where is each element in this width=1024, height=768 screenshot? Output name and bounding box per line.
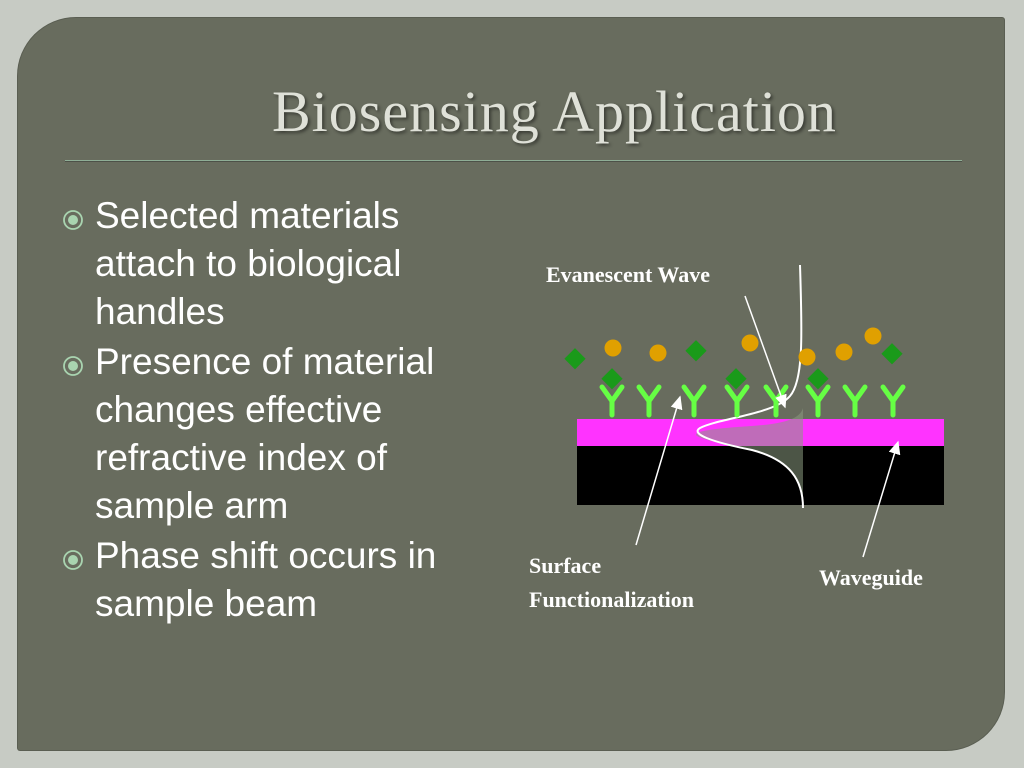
bullet-item: Phase shift occurs in sample beam: [62, 532, 502, 628]
bullet-text: Selected materials attach to biological …: [95, 195, 402, 332]
bullet-list: Selected materials attach to biological …: [62, 192, 502, 630]
slide-title: Biosensing Application: [272, 79, 837, 144]
circle-bullet-icon: [63, 356, 83, 376]
circle-bullet-icon: [63, 210, 83, 230]
circle-bullet-icon: [63, 550, 83, 570]
bullet-text: Phase shift occurs in sample beam: [95, 535, 437, 624]
slide-background: [18, 18, 1004, 750]
bullet-item: Selected materials attach to biological …: [62, 192, 502, 336]
bullet-text: Presence of material changes effective r…: [95, 341, 435, 526]
bullet-item: Presence of material changes effective r…: [62, 338, 502, 530]
title-divider: [65, 160, 962, 161]
